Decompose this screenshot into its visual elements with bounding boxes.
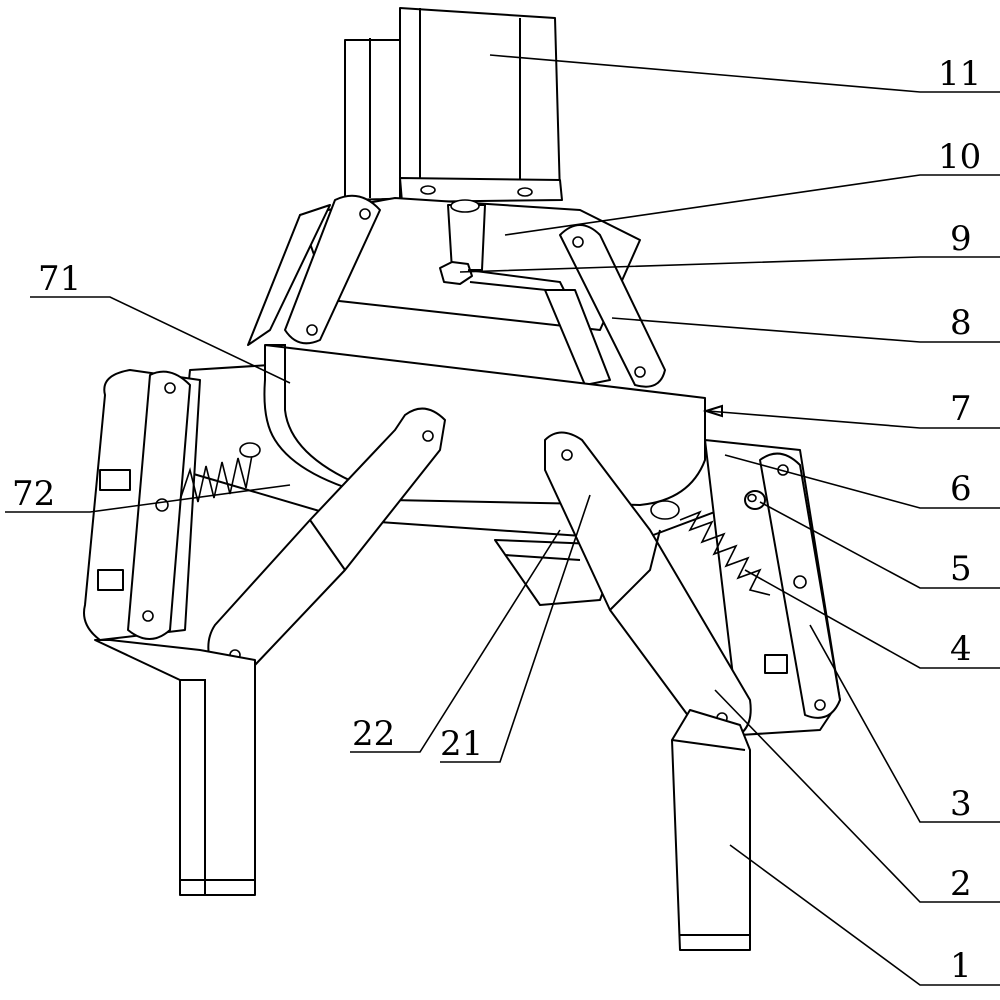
label-10: 10 (938, 137, 981, 177)
upper-link-right-part-8 (544, 224, 666, 388)
label-11: 11 (938, 54, 981, 94)
finger-right-part-1 (671, 709, 751, 951)
upper-link-left (247, 194, 381, 346)
label-4: 4 (950, 629, 972, 669)
label-71: 71 (38, 259, 81, 299)
spring-right-part-4 (650, 500, 771, 596)
label-8: 8 (950, 303, 972, 343)
label-9: 9 (950, 219, 972, 259)
pin-part-5 (744, 490, 766, 510)
label-7: 7 (950, 389, 972, 429)
label-21: 21 (440, 724, 483, 764)
label-5: 5 (950, 549, 972, 589)
label-6: 6 (950, 469, 972, 509)
cylinder-part-11 (344, 7, 563, 203)
nut-part-9 (439, 261, 567, 294)
label-3: 3 (950, 784, 972, 824)
label-22: 22 (352, 714, 395, 754)
label-72: 72 (12, 474, 55, 514)
label-1: 1 (950, 946, 972, 986)
leader-lines (5, 54, 1000, 986)
label-2: 2 (950, 864, 972, 904)
spring-left-part-72 (179, 442, 261, 503)
finger-left (94, 639, 256, 896)
